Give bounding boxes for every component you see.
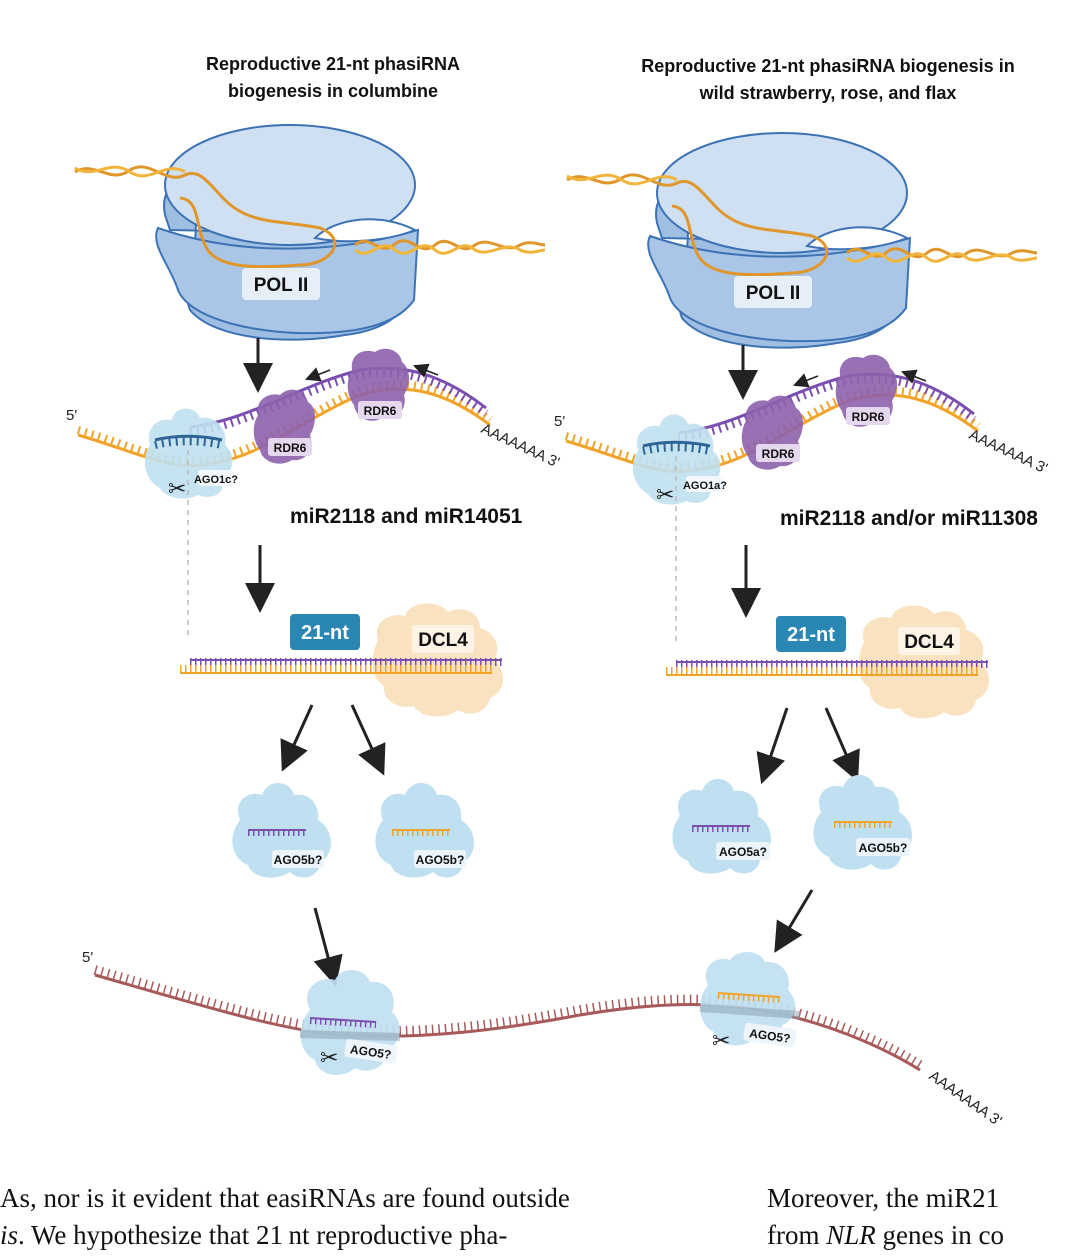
rdr6-complex-right: RDR6 xyxy=(835,354,897,427)
length-badge xyxy=(776,616,846,652)
dcl4-processing: DCL4 21-nt xyxy=(666,605,990,719)
panel-title-line1: Reproductive 21-nt phasiRNA xyxy=(206,54,460,74)
length-badge xyxy=(290,614,360,650)
polya-label: AAAAAAA 3' xyxy=(926,1067,1005,1130)
arrow-icon xyxy=(824,707,860,782)
panel-columbine: Reproductive 21-nt phasiRNA biogenesis i… xyxy=(66,54,562,987)
body-text-fragment: genes in co xyxy=(875,1220,1004,1250)
trigger-ago-label: AGO1a? xyxy=(683,480,727,492)
effector-ago-right: AGO5b? xyxy=(813,774,913,870)
length-badge-label: 21-nt xyxy=(787,624,835,646)
ago1-complex: ✂ AGO1c? xyxy=(144,408,238,640)
effector-ago-label: AGO5a? xyxy=(719,845,767,859)
body-text-fragment: from xyxy=(767,1220,827,1250)
panel-title-line1: Reproductive 21-nt phasiRNA biogenesis i… xyxy=(641,56,1014,76)
pol2-complex: POL II xyxy=(566,132,1038,349)
rdr6-complex-right: RDR6 xyxy=(347,348,409,421)
arrow-icon xyxy=(350,704,386,776)
rdr6-label: RDR6 xyxy=(852,410,885,424)
trigger-ago-label: AGO1c? xyxy=(194,474,238,486)
dcl4-label: DCL4 xyxy=(904,632,954,653)
panel-title-line2: wild strawberry, rose, and flax xyxy=(699,83,957,103)
italic-fragment: NLR xyxy=(826,1220,876,1250)
scissors-icon: ✂ xyxy=(712,1028,730,1053)
rdr6-complex-left: RDR6 xyxy=(741,395,803,470)
mirna-triggers-label: miR2118 and/or miR11308 xyxy=(780,507,1038,530)
direction-arrow-icon xyxy=(901,369,927,384)
scissors-icon: ✂ xyxy=(320,1045,338,1070)
effector-ago-right: AGO5b? xyxy=(375,782,475,878)
polya-label: AAAAAAA 3' xyxy=(966,426,1050,477)
body-text-right-line2: from NLR genes in co xyxy=(767,1217,1004,1254)
direction-arrow-icon xyxy=(413,363,439,378)
rdr6-complex-left: RDR6 xyxy=(253,389,315,464)
body-text-right-line1: Moreover, the miR21 xyxy=(767,1183,1000,1213)
dcl4-processing: DCL4 21-nt xyxy=(180,603,504,717)
scissors-icon: ✂ xyxy=(656,482,674,507)
rdr6-label: RDR6 xyxy=(762,447,795,461)
body-text-fragment: . We hypothesize that 21 nt reproductive… xyxy=(18,1220,508,1250)
direction-arrow-icon xyxy=(305,367,331,382)
italic-fragment: is xyxy=(0,1220,19,1250)
length-badge-label: 21-nt xyxy=(301,622,349,644)
body-text-left-line2: is. We hypothesize that 21 nt reproducti… xyxy=(0,1217,507,1254)
panel-strawberry-rose-flax: Reproductive 21-nt phasiRNA biogenesis i… xyxy=(554,56,1050,953)
target-ago-label: AGO5? xyxy=(748,1026,791,1046)
arrow-icon xyxy=(774,889,814,953)
pol2-complex: POL II xyxy=(74,124,546,341)
scissors-icon: ✂ xyxy=(168,476,186,501)
arrow-icon xyxy=(280,704,314,772)
pol2-label: POL II xyxy=(746,283,801,304)
arrow-icon xyxy=(756,707,789,785)
ago1-complex: ✂ AGO1a? xyxy=(632,414,727,646)
body-text-left-line1: As, nor is it evident that easiRNAs are … xyxy=(0,1183,570,1213)
effector-ago-label: AGO5b? xyxy=(274,853,323,867)
five-prime-label: 5' xyxy=(82,949,93,966)
target-ago-label: AGO5? xyxy=(349,1042,392,1062)
target-ago-left: ✂ AGO5? xyxy=(299,970,401,1075)
effector-ago-left: AGO5b? xyxy=(232,782,332,878)
rdr6-label: RDR6 xyxy=(274,441,307,455)
target-ago-right: ✂ AGO5? xyxy=(699,951,801,1053)
mirna-triggers-label: miR2118 and miR14051 xyxy=(290,505,523,528)
polya-label: AAAAAAA 3' xyxy=(478,420,562,471)
precursor-duplex: 5' AAAAAAA 3' ✂ AGO1a? RDR6 xyxy=(554,354,1050,646)
target-mrna: 5' AAAAAAA 3' ✂ AGO5? ✂ AGO5? xyxy=(82,949,1005,1130)
effector-ago-left: AGO5a? xyxy=(672,778,772,874)
arrow-icon xyxy=(313,907,343,987)
rdr6-label: RDR6 xyxy=(364,404,397,418)
five-prime-label: 5' xyxy=(66,407,77,424)
effector-ago-label: AGO5b? xyxy=(859,841,908,855)
pol2-label: POL II xyxy=(254,275,309,296)
panel-title-line2: biogenesis in columbine xyxy=(228,81,438,101)
dcl4-label: DCL4 xyxy=(418,630,468,651)
five-prime-label: 5' xyxy=(554,413,565,430)
direction-arrow-icon xyxy=(793,373,819,388)
precursor-duplex: 5' AAAAAAA 3' ✂ AGO1c? RDR6 xyxy=(66,348,562,640)
effector-ago-label: AGO5b? xyxy=(416,853,465,867)
